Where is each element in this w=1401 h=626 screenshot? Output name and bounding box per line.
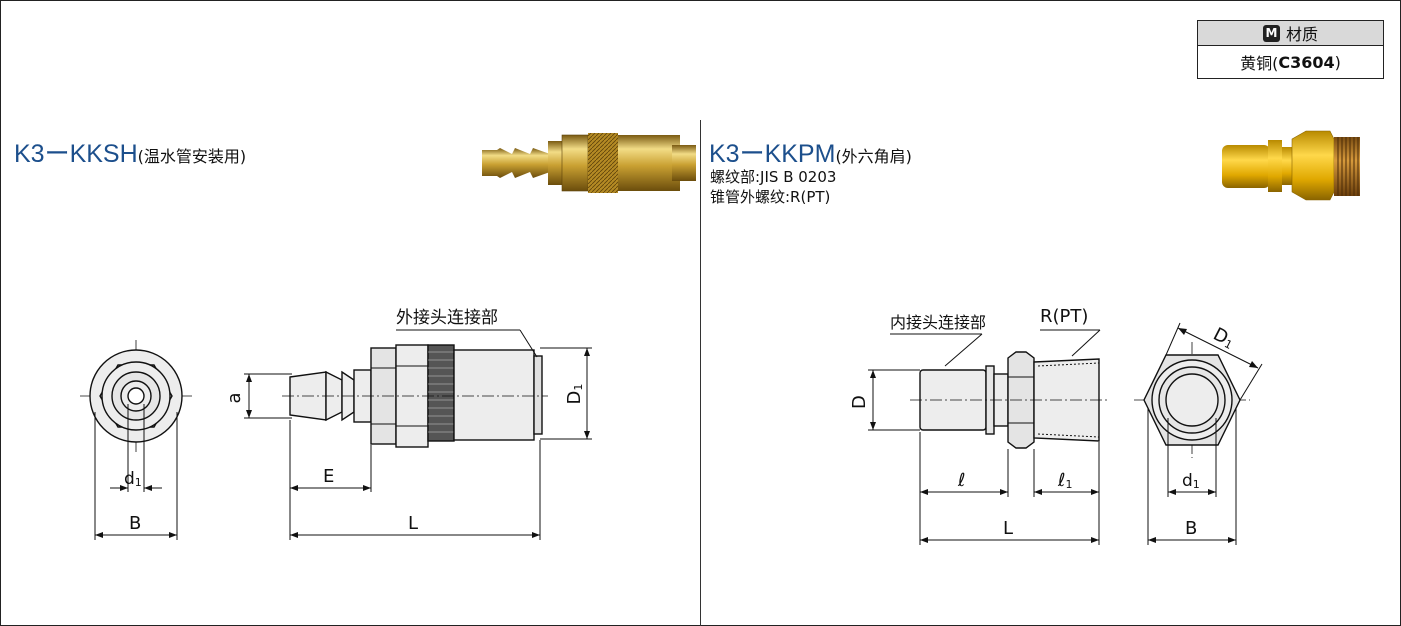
left-dim-b-label: B: [129, 513, 141, 534]
left-dim-l-label: L: [408, 513, 418, 534]
right-callout-label: 内接头连接部: [890, 313, 986, 332]
right-dim-d1-small-label: d1: [1182, 471, 1200, 491]
material-value-code: C3604: [1278, 52, 1335, 72]
right-spec-line-2: 锥管外螺纹:R(PT): [710, 188, 831, 206]
material-header: M 材质: [1198, 21, 1383, 46]
right-dim-d-label: D: [849, 395, 870, 409]
right-side-view: 内接头连接部 R(PT) D ℓ ℓ1 L: [849, 306, 1108, 545]
right-dim-b-label: B: [1185, 518, 1197, 539]
material-value-suffix: ): [1334, 52, 1341, 72]
right-model-code: K3ーKKPM: [709, 140, 836, 168]
right-dim-l-label: L: [1003, 518, 1013, 539]
left-callout-label: 外接头连接部: [396, 308, 498, 328]
right-spec-text: 螺纹部:JIS B 0203 锥管外螺纹:R(PT): [710, 167, 836, 207]
material-table: M 材质 黄铜(C3604): [1197, 20, 1384, 79]
material-badge-icon: M: [1262, 24, 1280, 42]
right-thread-label: R(PT): [1040, 306, 1088, 327]
material-value: 黄铜(C3604): [1198, 46, 1383, 78]
material-header-label: 材质: [1285, 25, 1318, 44]
right-dim-l1-label: ℓ1: [1057, 470, 1072, 491]
left-model-code: K3ーKKSH: [14, 140, 138, 168]
right-model-subtitle: (外六角肩): [835, 147, 912, 166]
left-side-view: 外接头连接部 a D1 E L: [224, 308, 592, 540]
right-spec-line-1: 螺纹部:JIS B 0203: [710, 168, 837, 186]
right-dim-l-small-label: ℓ: [957, 470, 965, 491]
left-dim-e-label: E: [323, 466, 334, 487]
right-dim-d1-label: D1: [1210, 324, 1238, 352]
left-model-subtitle: (温水管安装用): [137, 147, 247, 166]
right-end-view: D1 d1 B: [1134, 322, 1263, 545]
left-dim-d1-side-label: D1: [564, 384, 585, 405]
panel-divider: [700, 120, 701, 626]
right-product-photo: [1222, 130, 1360, 201]
left-product-title: K3ーKKSH(温水管安装用): [14, 134, 246, 170]
right-product-title: K3ーKKPM(外六角肩): [709, 134, 912, 170]
left-dim-d1-label: d1: [124, 469, 142, 489]
material-value-prefix: 黄铜(: [1240, 54, 1279, 73]
left-product-photo: [482, 133, 696, 193]
left-end-view: d1 B: [80, 340, 192, 540]
left-dim-a-label: a: [224, 392, 245, 403]
